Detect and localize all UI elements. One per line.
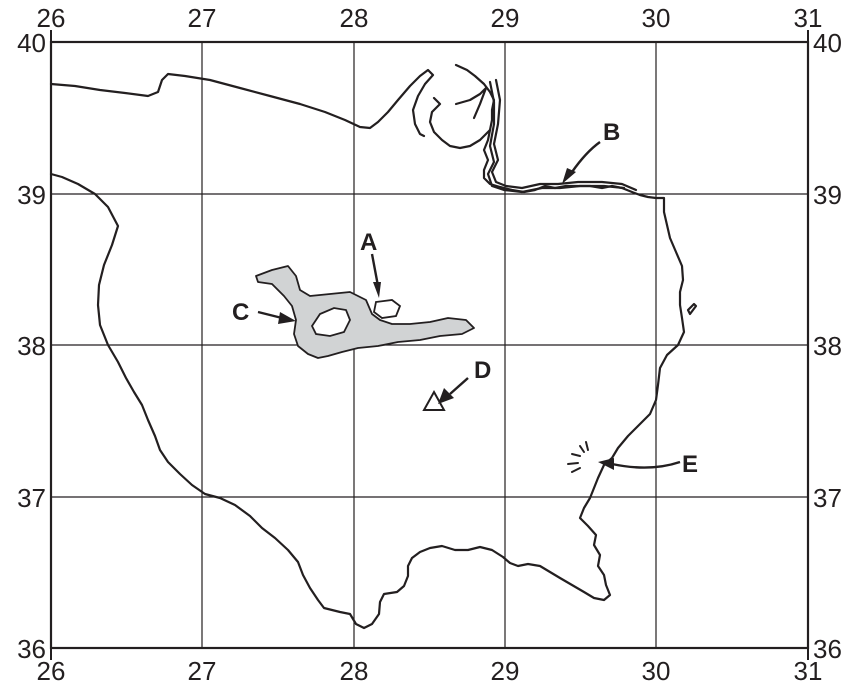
lake-c-shape [255, 265, 475, 359]
label-d: D [474, 357, 491, 384]
label-a: A [360, 229, 377, 256]
label-arrows [257, 141, 681, 470]
arrow-c-head [278, 312, 296, 324]
label-c: C [232, 299, 249, 326]
arrow-e-head [598, 458, 614, 470]
arrow-b-head [562, 168, 576, 184]
small-eastern-islet [686, 302, 698, 316]
x-tick-labels-bottom: 26 27 28 29 30 31 [37, 656, 823, 684]
x-tick-top-30: 30 [642, 3, 671, 33]
arrow-c [257, 310, 283, 320]
arrow-e [611, 460, 681, 469]
coastline-north-west [49, 68, 435, 138]
lake-a-shape [373, 299, 402, 319]
arrow-a [370, 253, 380, 287]
coastline-strait-parallel-1 [490, 78, 638, 192]
coastline-inlet-spit [454, 86, 488, 120]
lake-c-island [310, 307, 351, 337]
y-tick-labels-left: 40 39 38 37 36 [17, 28, 46, 664]
lake-c [255, 265, 475, 359]
map-frame [49, 40, 810, 650]
x-tick-top-28: 28 [340, 3, 369, 33]
x-tick-bottom-28: 28 [340, 656, 369, 684]
y-tick-right-39: 39 [813, 180, 842, 210]
y-tick-left-40: 40 [17, 28, 46, 58]
frame-ticks [50, 30, 809, 660]
x-tick-top-31: 31 [794, 3, 823, 33]
feature-labels: A B C D E [232, 119, 698, 478]
x-tick-top-26: 26 [37, 3, 66, 33]
coastline [49, 63, 698, 630]
y-tick-right-37: 37 [813, 483, 842, 513]
volcano-triangle-icon [422, 389, 446, 411]
y-tick-left-38: 38 [17, 331, 46, 361]
x-tick-bottom-26: 26 [37, 656, 66, 684]
arrow-b [571, 141, 601, 173]
y-tick-right-40: 40 [813, 28, 842, 58]
grid-lines [51, 42, 808, 648]
y-tick-left-37: 37 [17, 483, 46, 513]
coastline-inlet-inner [428, 96, 492, 150]
x-tick-top-29: 29 [491, 3, 520, 33]
x-tick-bottom-30: 30 [642, 656, 671, 684]
arrow-a-head [373, 282, 381, 298]
x-tick-bottom-29: 29 [491, 656, 520, 684]
y-tick-left-36: 36 [17, 634, 46, 664]
y-tick-right-36: 36 [813, 634, 842, 664]
label-b: B [603, 119, 620, 146]
x-tick-labels-top: 26 27 28 29 30 31 [37, 3, 823, 33]
label-e: E [682, 451, 698, 478]
y-tick-right-38: 38 [813, 331, 842, 361]
spring-burst-icon [567, 441, 589, 473]
x-tick-bottom-27: 27 [188, 656, 217, 684]
arrow-d [449, 377, 469, 395]
coastline-strait-parallel-2 [486, 80, 626, 194]
y-tick-labels-right: 40 39 38 37 36 [813, 28, 842, 664]
arrow-d-head [438, 388, 454, 404]
x-tick-bottom-31: 31 [794, 656, 823, 684]
x-tick-top-27: 27 [188, 3, 217, 33]
y-tick-left-39: 39 [17, 180, 46, 210]
